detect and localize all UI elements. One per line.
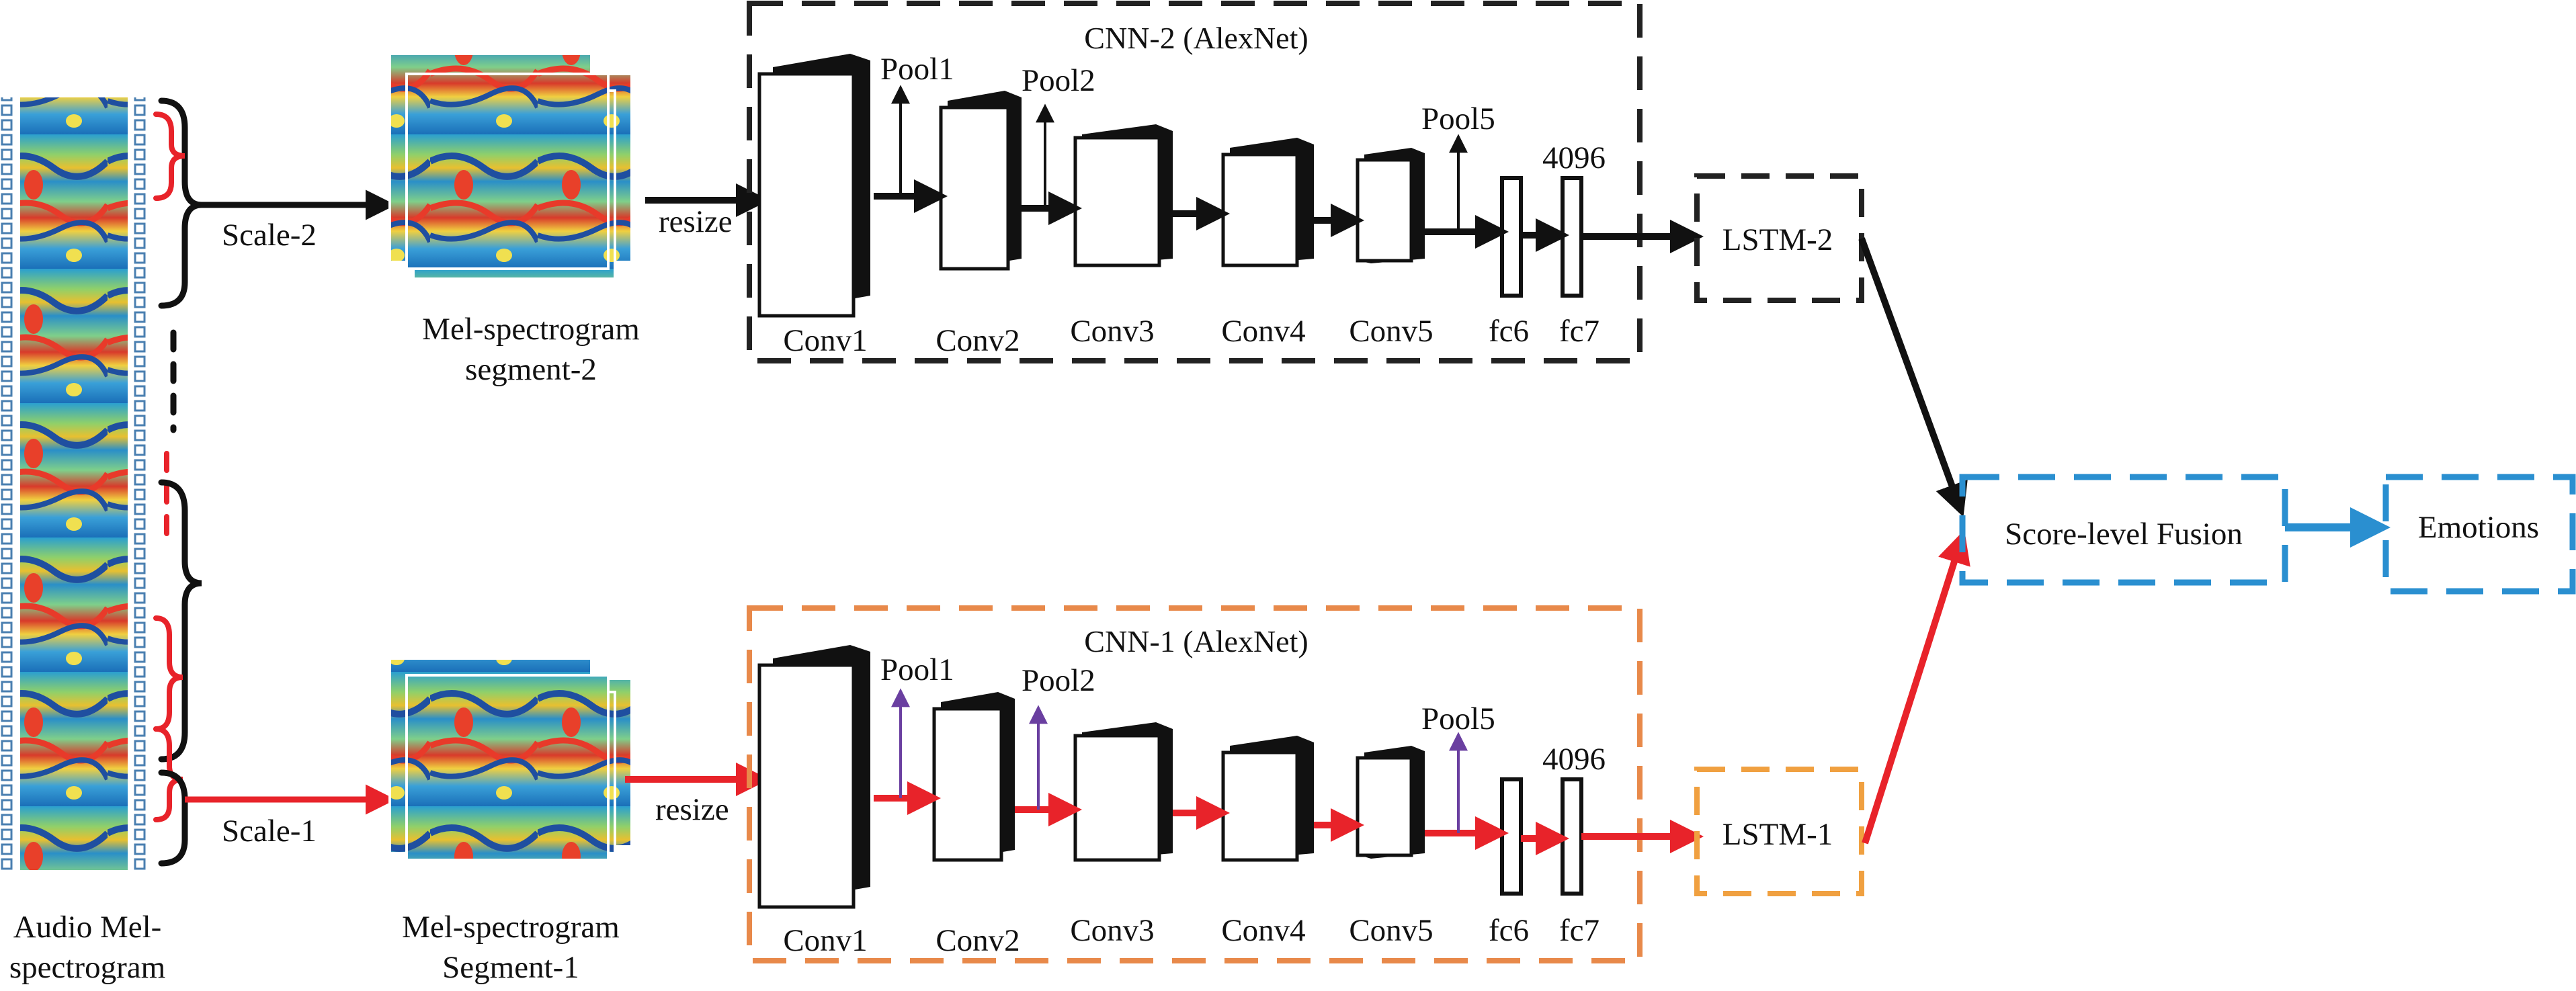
segment1-label-line1: Mel-spectrogram (402, 910, 620, 945)
segment2-label-line1: Mel-spectrogram (422, 312, 640, 347)
cnn2-label-conv2: Conv2 (936, 323, 1020, 358)
cnn2-title: CNN-2 (AlexNet) (1084, 21, 1308, 55)
cnn1-pool5: Pool5 (1421, 701, 1495, 736)
cnn2-conv5 (1356, 148, 1425, 263)
cnn2-label-conv3: Conv3 (1070, 314, 1154, 349)
cnn1-title: CNN-1 (AlexNet) (1084, 624, 1308, 658)
cnn2-pool-arrows (891, 85, 1468, 232)
cnn2-pool2: Pool2 (1022, 63, 1095, 98)
resize1-label: resize (655, 792, 729, 827)
brace-scale2 (158, 97, 202, 309)
cnn1-conv1 (757, 645, 870, 909)
lstm1-label: LSTM-1 (1722, 817, 1833, 852)
cnn1-label-fc7: fc7 (1559, 913, 1599, 948)
segment-2-stack: Mel-spectrogram segment-2 (388, 52, 640, 387)
cnn2-label-conv5: Conv5 (1349, 314, 1433, 349)
lstm2-to-fusion-arrow (1858, 237, 1968, 517)
cnn1-label-conv2: Conv2 (936, 923, 1020, 958)
cnn1-pool1: Pool1 (880, 652, 954, 687)
cnn1-border (747, 605, 1643, 963)
cnn2-pool1: Pool1 (880, 52, 954, 87)
emotions-box: Emotions (2382, 474, 2576, 595)
cnn2-pool5: Pool5 (1421, 101, 1495, 136)
cnn2-conv3 (1073, 124, 1173, 267)
frame-column-left (0, 97, 15, 870)
emotions-label: Emotions (2418, 510, 2539, 545)
cnn2-flow-arrows (874, 179, 1569, 252)
fusion-box: Score-level Fusion (1959, 474, 2288, 586)
brace-red-top (153, 112, 185, 201)
cnn1-fc-size: 4096 (1542, 742, 1606, 777)
audio-mel-spectrogram: Audio Mel- spectrogram (0, 97, 165, 985)
cnn1-fc6 (1500, 777, 1523, 896)
lstm2-box: LSTM-2 (1694, 173, 1864, 303)
segment2-label-line2: segment-2 (465, 352, 597, 387)
cnn1-conv3 (1073, 722, 1173, 862)
lstm2-label: LSTM-2 (1722, 222, 1833, 257)
cnn2-label-fc7: fc7 (1559, 314, 1599, 349)
cnn2-border (747, 1, 1643, 363)
cnn1-fc7 (1561, 777, 1583, 896)
cnn1-flow-arrows (874, 781, 1569, 855)
cnn1-conv4 (1221, 736, 1314, 862)
segment-1-stack: Mel-spectrogram Segment-1 (388, 657, 633, 985)
frame-column-right (132, 97, 147, 870)
cnn1-label-conv4: Conv4 (1221, 913, 1305, 948)
cnn2-label-conv1: Conv1 (783, 323, 867, 358)
input-label-line1: Audio Mel- (13, 910, 162, 945)
cnn2-conv1 (757, 54, 870, 318)
cnn2-conv2 (939, 91, 1022, 271)
cnn2-fc7 (1561, 176, 1583, 298)
cnn1-label-conv5: Conv5 (1349, 913, 1433, 948)
brace-red-lower (153, 615, 183, 732)
lstm1-box: LSTM-1 (1694, 767, 1864, 896)
input-label-line2: spectrogram (9, 950, 165, 985)
cnn2-fc6 (1500, 176, 1523, 298)
cnn2-fc-size: 4096 (1542, 140, 1606, 175)
cnn2-block: CNN-2 (AlexNet) (747, 1, 1643, 363)
cnn1-label-conv1: Conv1 (783, 923, 867, 958)
cnn2-label-fc6: fc6 (1489, 314, 1529, 349)
scale2-label: Scale-2 (222, 218, 317, 253)
spectrogram-strip (20, 97, 128, 870)
cnn1-label-conv3: Conv3 (1070, 913, 1154, 948)
brace-scale1-outer (158, 479, 202, 763)
cnn1-conv2 (932, 692, 1015, 862)
cnn2-label-conv4: Conv4 (1221, 314, 1305, 349)
fusion-label: Score-level Fusion (2005, 517, 2243, 552)
cnn1-label-fc6: fc6 (1489, 913, 1529, 948)
lstm1-to-fusion-arrow (1862, 529, 1970, 845)
cnn2-conv4 (1221, 138, 1314, 267)
scale1-label: Scale-1 (222, 814, 317, 849)
scale-braces (153, 97, 202, 867)
cnn1-block: CNN-1 (AlexNet) (747, 605, 1643, 963)
resize2-label: resize (659, 204, 733, 239)
cnn1-pool-arrows (891, 688, 1468, 833)
cnn1-pool2: Pool2 (1022, 663, 1095, 698)
segment1-label-line2: Segment-1 (442, 950, 579, 985)
brace-red-lower2 (153, 726, 183, 822)
cnn1-conv5 (1356, 746, 1425, 859)
